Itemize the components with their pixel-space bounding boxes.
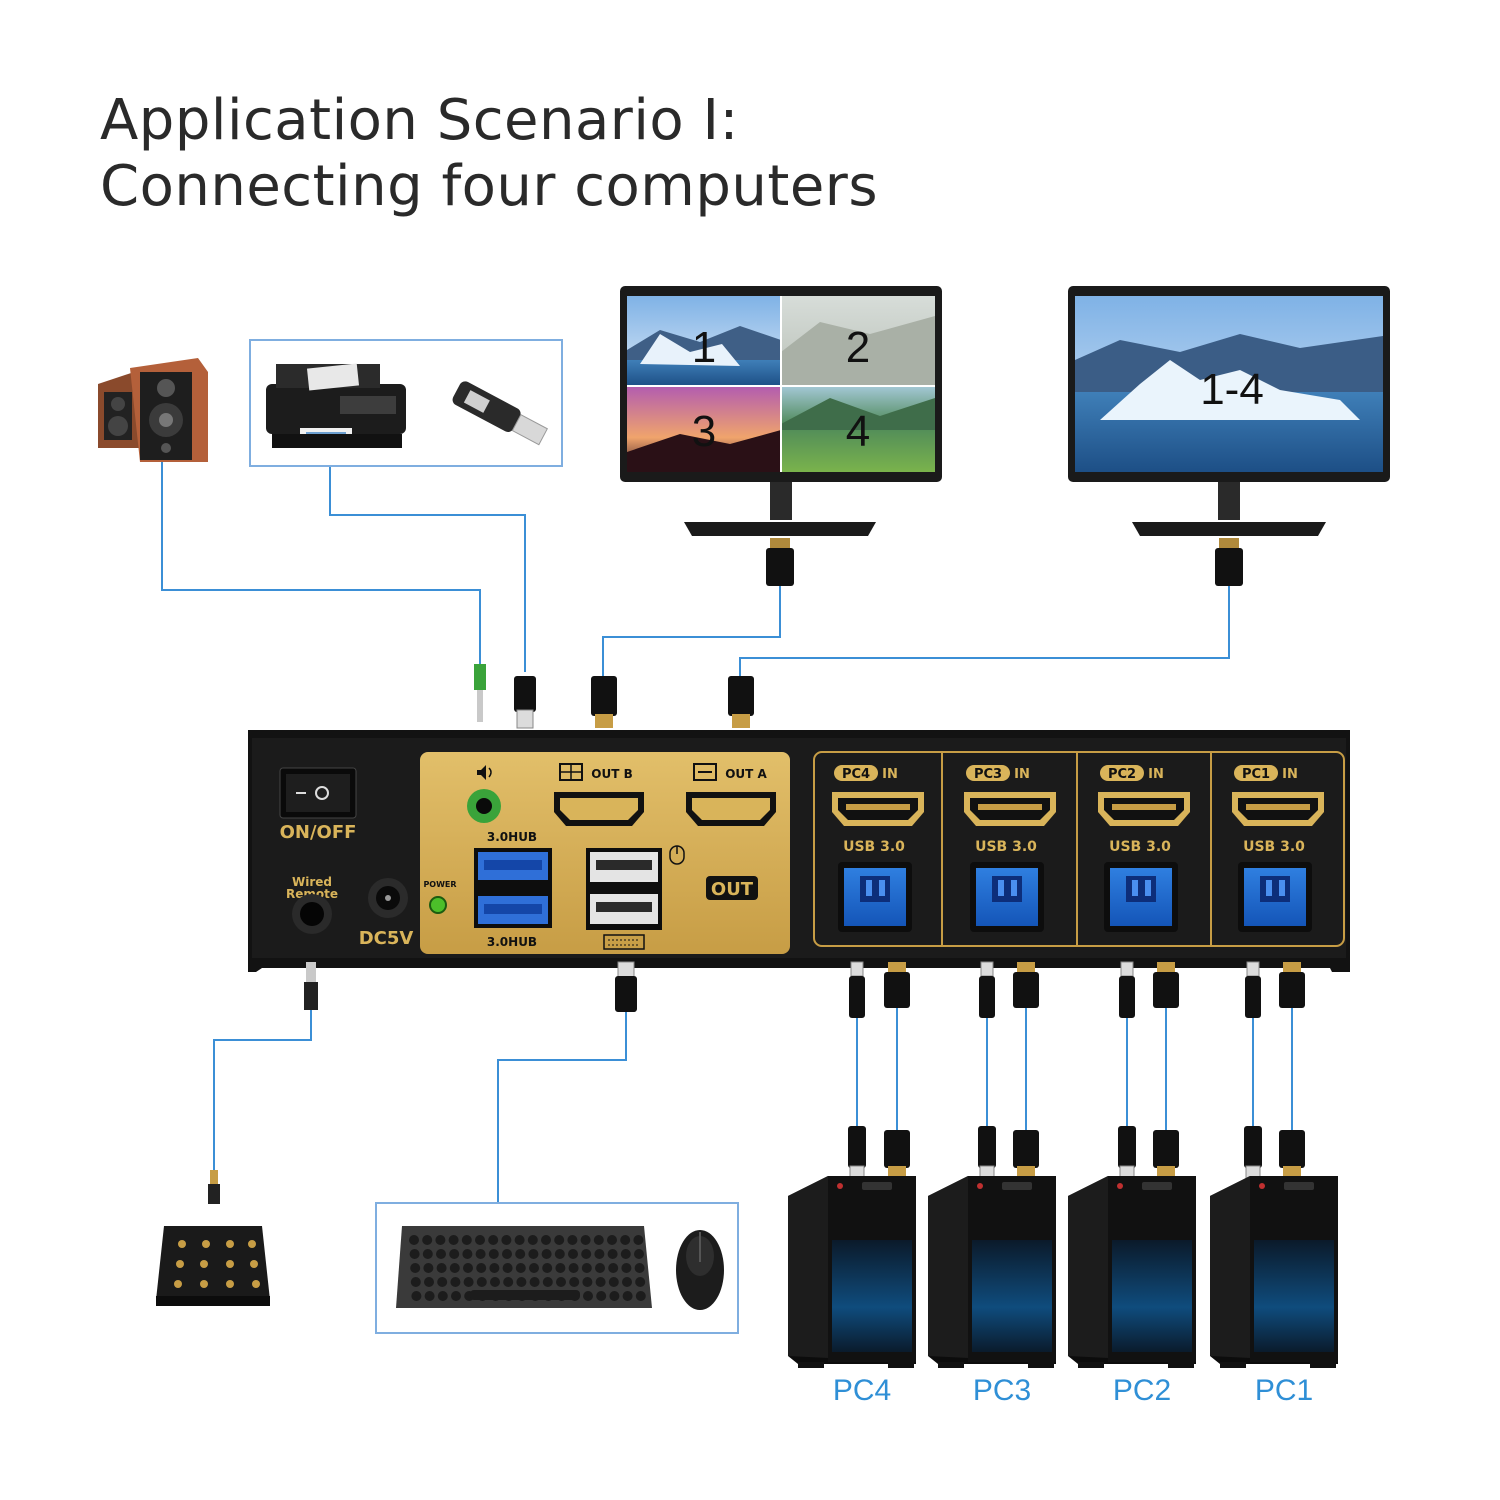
hdmi-out-b-port[interactable] — [554, 792, 644, 826]
monitor-single-view — [1068, 286, 1390, 586]
bottom-plugs — [304, 961, 637, 1012]
pc-plugs-top — [848, 961, 1305, 1181]
top-plugs — [474, 664, 754, 729]
computer-pc2: PC2 — [1068, 1176, 1196, 1407]
usb-b-port[interactable] — [1238, 862, 1312, 932]
mouse-icon — [676, 1230, 724, 1310]
page-title: Application Scenario I: Connecting four … — [100, 88, 878, 220]
keyboard-port-icon — [603, 934, 645, 950]
hdmi-in-port[interactable] — [1098, 792, 1190, 826]
keyboard-mouse-box — [375, 1202, 739, 1334]
usb-label: USB 3.0 — [1109, 839, 1171, 855]
hdmi-out-a-port[interactable] — [686, 792, 776, 826]
single-view-label: 1-4 — [1200, 365, 1264, 414]
power-led-label: POWER — [423, 880, 456, 889]
usb-b-port[interactable] — [970, 862, 1044, 932]
mouse-port-icon — [669, 845, 685, 865]
computer-pc4: PC4 — [788, 1176, 916, 1407]
wired-remote-icon — [156, 1170, 270, 1306]
in-label: IN — [1148, 767, 1164, 782]
computer-label: PC4 — [833, 1374, 891, 1407]
hdmi-in-port[interactable] — [832, 792, 924, 826]
out-a-icon — [693, 763, 717, 781]
cable-monitor-1 — [602, 586, 781, 678]
pc-input-pc1: PC1 IN USB 3.0 — [1232, 765, 1324, 932]
audio-out-port[interactable] — [467, 789, 501, 823]
power-switch[interactable] — [279, 767, 357, 819]
cable-monitor-2 — [739, 586, 1230, 678]
computer-label: PC3 — [973, 1374, 1031, 1407]
pc-badge-label: PC4 — [842, 767, 870, 782]
peripherals-box — [249, 339, 563, 467]
usb-hub-ports[interactable] — [474, 848, 552, 928]
hdmi-in-port[interactable] — [964, 792, 1056, 826]
hub-label-bottom: 3.0HUB — [487, 935, 537, 949]
computer-label: PC1 — [1255, 1374, 1313, 1407]
out-b-label: OUT B — [591, 767, 632, 781]
pc-badge-label: PC3 — [974, 767, 1002, 782]
usb-keyboard-mouse-ports[interactable] — [586, 848, 662, 930]
quad-label-4: 4 — [846, 407, 870, 456]
dc-power-port[interactable] — [368, 878, 408, 918]
usb-drive-icon — [452, 381, 548, 446]
out-badge-frame — [706, 876, 758, 900]
quad-label-1: 1 — [692, 323, 716, 372]
power-led — [429, 896, 447, 914]
in-label: IN — [1014, 767, 1030, 782]
cable-peripherals — [329, 466, 526, 672]
usb-label: USB 3.0 — [975, 839, 1037, 855]
computer-pc3: PC3 — [928, 1176, 1056, 1407]
cables — [161, 462, 1293, 1203]
quad-label-2: 2 — [846, 323, 870, 372]
pc-input-pc3: PC3 IN USB 3.0 — [964, 765, 1056, 932]
pc-badge — [1100, 765, 1144, 781]
monitor-quad-view — [620, 286, 942, 586]
pc-input-pc4: PC4 IN USB 3.0 — [832, 765, 924, 932]
pc-badge-label: PC1 — [1242, 767, 1270, 782]
in-label: IN — [882, 767, 898, 782]
usb-label: USB 3.0 — [1243, 839, 1305, 855]
usb-label: USB 3.0 — [843, 839, 905, 855]
usb-b-port[interactable] — [1104, 862, 1178, 932]
hdmi-in-port[interactable] — [1232, 792, 1324, 826]
out-a-label: OUT A — [725, 767, 767, 781]
usb-b-port[interactable] — [838, 862, 912, 932]
computer-label: PC2 — [1113, 1374, 1171, 1407]
cable-remote — [213, 1010, 312, 1172]
title-line-2: Connecting four computers — [100, 154, 878, 219]
quad-label-3: 3 — [692, 407, 716, 456]
cable-speaker — [161, 462, 481, 668]
cable-keyboard — [497, 1012, 627, 1203]
pc-badge — [966, 765, 1010, 781]
keyboard-icon — [396, 1226, 652, 1308]
pc-badge — [1234, 765, 1278, 781]
in-label: IN — [1282, 767, 1298, 782]
power-switch-label: ON/OFF — [280, 822, 357, 843]
title-line-1: Application Scenario I: — [100, 88, 739, 153]
pc-badge-label: PC2 — [1108, 767, 1136, 782]
pc-badge — [834, 765, 878, 781]
out-badge: OUT — [711, 879, 754, 900]
speaker-icon — [477, 765, 492, 780]
out-b-icon — [559, 763, 583, 781]
pc-input-ports: PC4 IN USB 3.0 PC3 IN USB 3.0 PC2 IN USB 3.0 PC1 I… — [832, 765, 1324, 932]
computers: PC4 PC3 PC2 PC1 — [788, 1176, 1338, 1407]
computer-pc1: PC1 — [1210, 1176, 1338, 1407]
dc-label: DC5V — [359, 928, 414, 949]
printer-icon — [266, 363, 406, 448]
speakers-icon — [98, 358, 208, 462]
wired-remote-port[interactable] — [292, 894, 332, 934]
hub-label-top: 3.0HUB — [487, 830, 537, 844]
pc-input-pc2: PC2 IN USB 3.0 — [1098, 765, 1190, 932]
